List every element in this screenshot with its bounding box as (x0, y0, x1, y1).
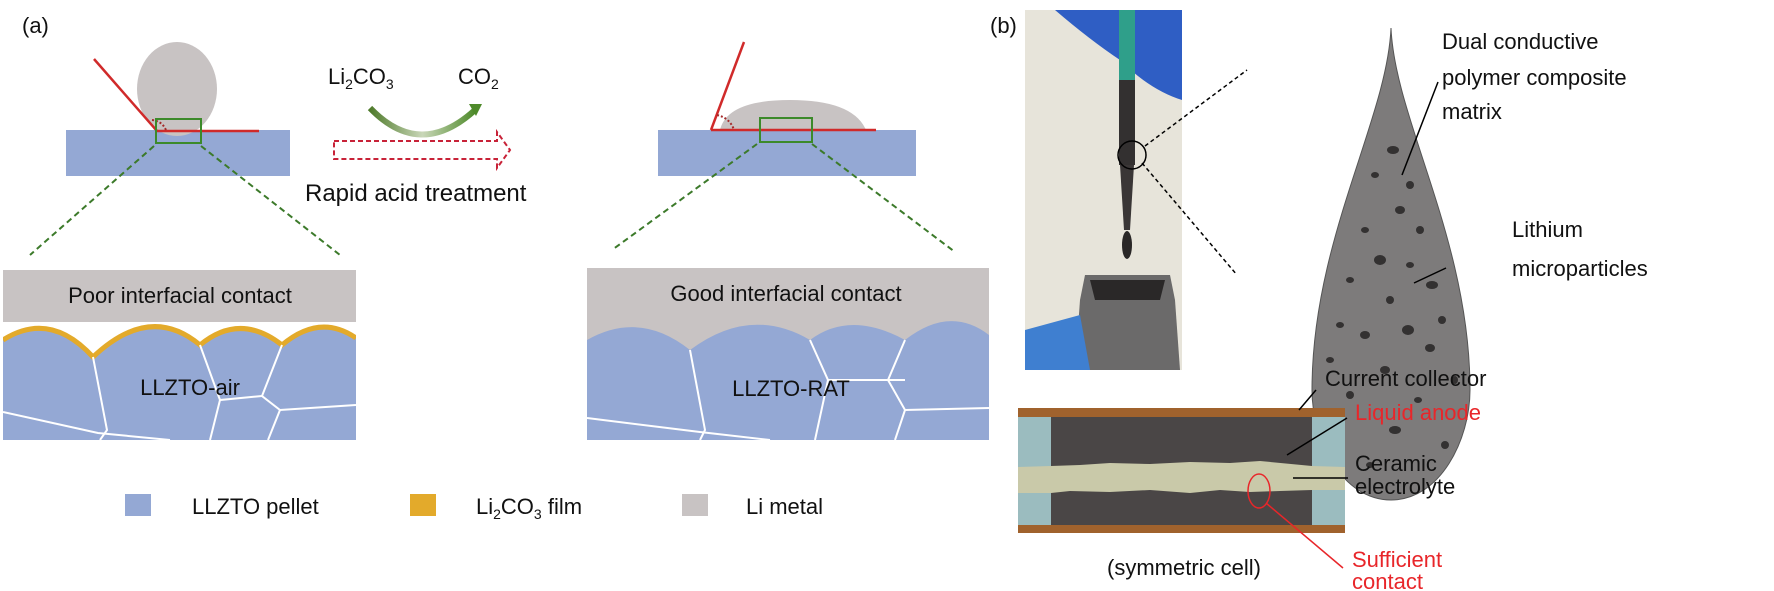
reaction-equation: Li2CO3 CO2 Rapid acid treatment (305, 64, 527, 207)
grain-boundaries-left (3, 344, 356, 440)
good-contact-title: Good interfacial contact (670, 281, 901, 306)
glove-top (1055, 10, 1182, 100)
conversion-arc-arrow (367, 105, 478, 138)
good-contact-zoom (587, 268, 989, 440)
pipette-photo (1025, 10, 1182, 370)
treatment-label: Rapid acid treatment (305, 180, 527, 207)
matrix-label: Dual conductive polymer composite matrix (1442, 29, 1633, 124)
magnify-circle (1117, 140, 1147, 170)
treatment-arrow (333, 128, 512, 172)
ink-drop (1122, 231, 1132, 259)
li-metal-layer-left (3, 270, 356, 323)
composite-drop (1311, 27, 1471, 501)
svg-text:Li2CO3: Li2CO3 (328, 64, 394, 92)
panel-a-label: (a) (22, 13, 49, 38)
li-spread-film (720, 100, 866, 130)
treated-droplet-scheme (611, 41, 956, 253)
llzto-pellet-right (658, 130, 916, 176)
zoom-box-left (155, 118, 202, 144)
panel-b-label: (b) (990, 13, 1017, 38)
zoom-box-right (759, 117, 813, 143)
legend-swatch-llzto (125, 494, 151, 516)
ceramic-electrolyte-label: Ceramic electrolyte (1355, 451, 1455, 499)
untreated-droplet-scheme (29, 42, 341, 256)
ceramic-electrolyte (1018, 461, 1345, 493)
llzto-air-label: LLZTO-air (140, 375, 240, 400)
poor-contact-zoom (3, 270, 356, 440)
liquid-anode-label: Liquid anode (1355, 400, 1481, 425)
sufficient-contact-label: Sufficient contact (1352, 547, 1448, 591)
legend-swatch-li-metal (682, 494, 708, 516)
legend-label-li2co3: Li2CO3 film (476, 494, 582, 522)
grain-boundaries-right (587, 339, 989, 440)
li2co3-film (3, 324, 356, 361)
glove-bottom (1025, 315, 1090, 370)
poor-contact-title: Poor interfacial contact (68, 283, 292, 308)
li-droplet-ball (137, 42, 217, 136)
current-collector-label: Current collector (1325, 366, 1486, 391)
particles-leader (1413, 267, 1447, 284)
llzto-rat-label: LLZTO-RAT (732, 376, 850, 401)
svg-text:CO2: CO2 (458, 64, 499, 92)
matrix-leader (1401, 81, 1439, 176)
contact-highlight-circle (1247, 473, 1271, 509)
symmetric-cell (1018, 389, 1348, 569)
legend-label-li-metal: Li metal (746, 494, 823, 519)
llzto-pellet-left (66, 130, 290, 176)
legend-swatch-li2co3 (410, 494, 436, 516)
pipette-body (1119, 10, 1135, 85)
lithium-particles (1326, 146, 1458, 468)
particles-label: Lithium microparticles (1512, 217, 1648, 281)
arrow-head (469, 104, 482, 116)
legend-label-llzto: LLZTO pellet (192, 494, 319, 519)
legend: LLZTO pellet Li2CO3 film Li metal (125, 494, 823, 522)
symmetric-cell-caption: (symmetric cell) (1107, 555, 1261, 580)
